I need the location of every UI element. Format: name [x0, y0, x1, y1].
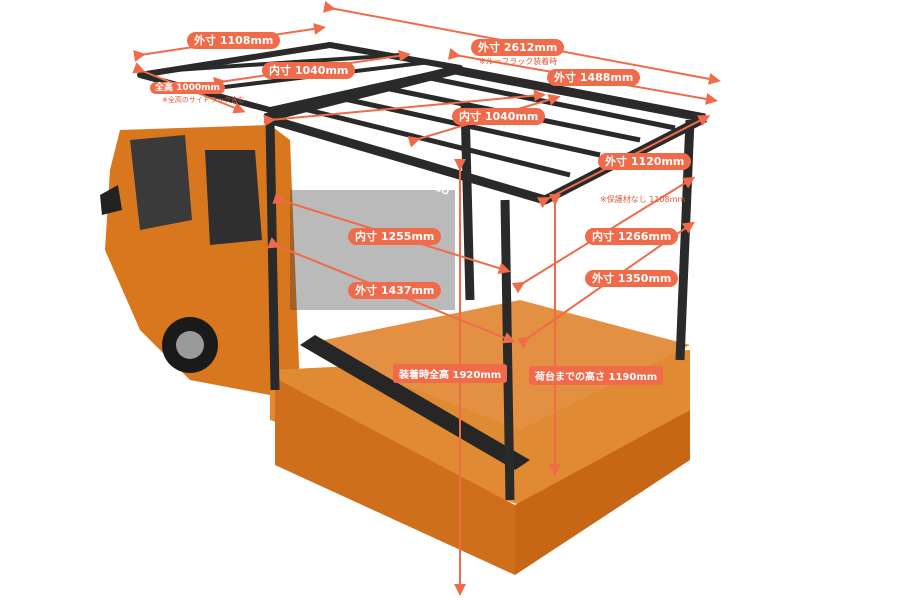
label-outer-width: 外寸 1108mm: [187, 32, 281, 49]
truck-bed: [270, 300, 690, 575]
label-inner-1255: 内寸 1255mm: [348, 228, 442, 245]
label-inner-mid: 内寸 1040mm: [452, 108, 546, 125]
rack-pillar-rear-left: [500, 199, 515, 501]
label-inner-front: 内寸 1040mm: [262, 62, 356, 79]
cab-window-side: [205, 150, 262, 245]
label-bed-height: 荷台までの高さ 1190mm: [529, 366, 664, 385]
cab-window-front: [130, 135, 192, 230]
rack-pillar-front-right: [460, 104, 475, 301]
bed-tail-gate: [515, 410, 690, 575]
label-total-height: 装着時全高 1920mm: [393, 364, 508, 383]
side-mirror: [100, 185, 122, 215]
note-total-width: ※全高のサイドラック含む: [162, 96, 245, 104]
label-outer-1350: 外寸 1350mm: [585, 270, 679, 287]
label-outer-1437: 外寸 1437mm: [348, 282, 442, 299]
label-outer-1120: 外寸 1120mm: [598, 153, 692, 170]
note-protector: ※保護材なし 1108mm: [600, 195, 686, 204]
note-roof-rack: ※ルーフラック装着時: [479, 57, 558, 66]
truck-cab: [100, 125, 300, 395]
bed-black-strip: [300, 335, 530, 470]
label-outer-1488: 外寸 1488mm: [547, 69, 641, 86]
label-outer-length: 外寸 2612mm: [471, 39, 565, 56]
rack-pillar-front-left: [265, 119, 280, 391]
label-inner-1266: 内寸 1266mm: [585, 228, 679, 245]
label-total-width: 全高 1000mm: [150, 82, 225, 94]
